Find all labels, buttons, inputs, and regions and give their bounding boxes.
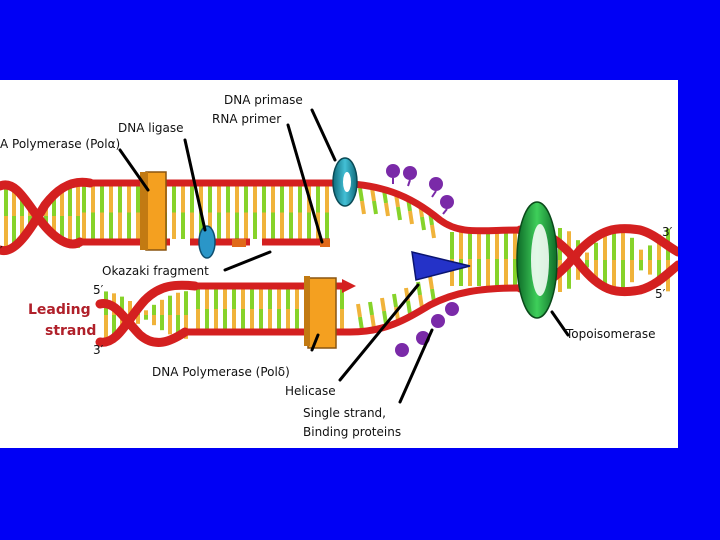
leading-strand-arrowhead (342, 279, 356, 293)
left-helix (0, 177, 200, 347)
polymerase-alpha-shape (145, 171, 167, 251)
label-polymerase-delta: DNA Polymerase (Polδ) (152, 365, 290, 379)
label-three-prime-left: 3′ (93, 343, 104, 357)
label-ssb-line2: Binding proteins (303, 425, 401, 439)
label-five-prime-right: 5′ (655, 287, 666, 301)
rna-primer-segment (320, 239, 330, 247)
label-five-prime-left: 5′ (93, 283, 104, 297)
label-dna-ligase: DNA ligase (118, 121, 184, 135)
ssb-proteins (386, 164, 459, 357)
label-ssb-line1: Single strand, (303, 406, 386, 420)
label-three-prime-right: 3′ (662, 225, 673, 239)
label-okazaki-fragment: Okazaki fragment (102, 264, 209, 278)
okazaki-primer-segment (232, 239, 246, 247)
diagram-panel: DNA primase RNA primer DNA ligase A Poly… (0, 80, 678, 448)
dna-ligase-shape (198, 225, 216, 259)
label-edge-mark: ′ (0, 244, 3, 258)
pointer-lines (118, 108, 570, 404)
label-helicase: Helicase (285, 384, 336, 398)
label-rna-primer: RNA primer (212, 112, 281, 126)
label-topoisomerase: Topoisomerase (565, 327, 656, 341)
label-dna-primase: DNA primase (224, 93, 303, 107)
label-polymerase-alpha: A Polymerase (Polα) (0, 137, 120, 151)
polymerase-delta-shape (307, 277, 337, 349)
dna-replication-diagram: DNA primase RNA primer DNA ligase A Poly… (0, 93, 678, 439)
label-leading-line2: strand (45, 323, 96, 339)
helicase-shape (411, 251, 471, 281)
label-leading-line1: Leading (28, 302, 91, 318)
